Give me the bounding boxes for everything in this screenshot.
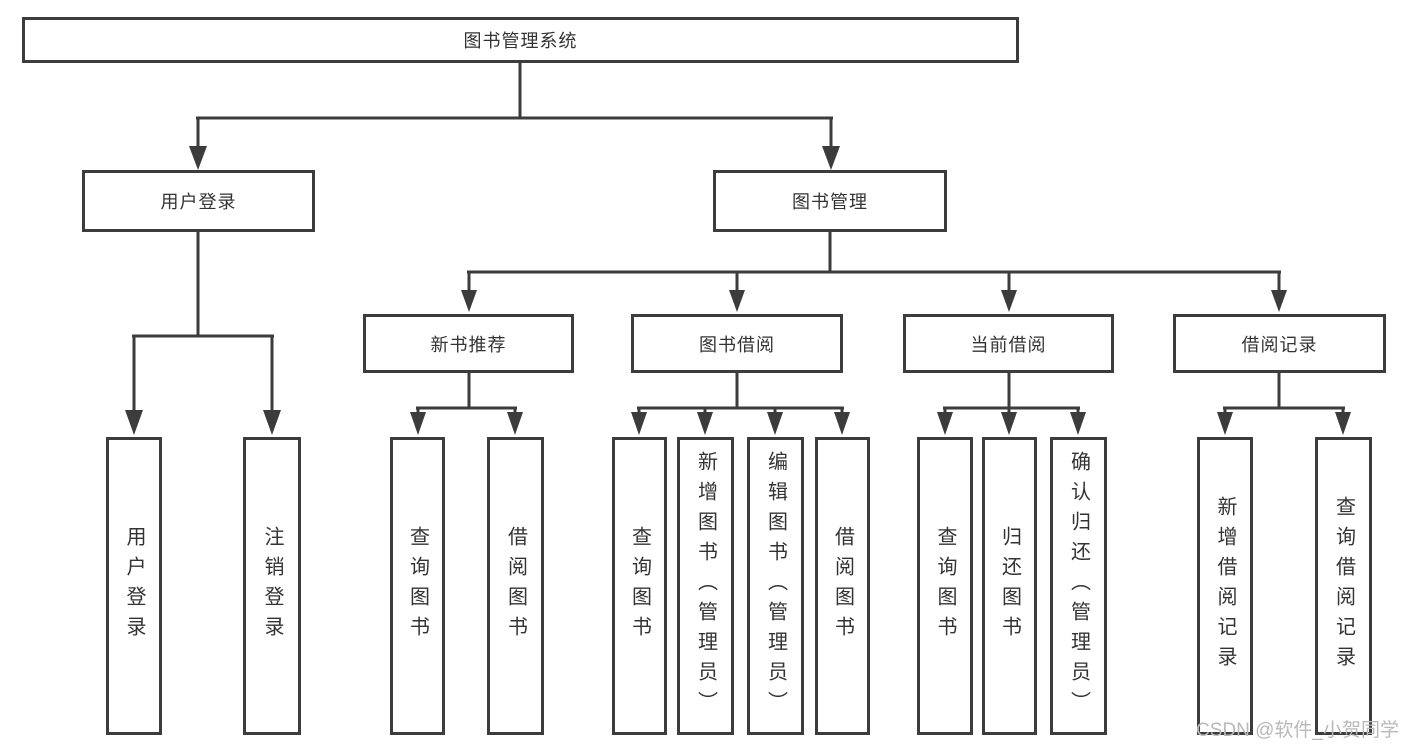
node-label: 借阅图书 bbox=[831, 526, 854, 646]
connector-borrowrecords-to-leaves bbox=[1217, 372, 1351, 435]
node-label: 查询图书 bbox=[628, 526, 651, 646]
leaf-user-login: 用户登录 bbox=[106, 437, 162, 735]
csdn-watermark: CSDN @软件_小贺同学 bbox=[1196, 720, 1399, 741]
leaf-add-books-admin: 新增图书（管理员） bbox=[677, 437, 734, 735]
node-label: 注销登录 bbox=[261, 526, 283, 646]
node-new-book-recommendation: 新书推荐 bbox=[363, 314, 574, 373]
leaf-add-borrow-record: 新增借阅记录 bbox=[1197, 437, 1253, 735]
node-label: 借阅图书 bbox=[504, 526, 527, 646]
node-label: 用户登录 bbox=[123, 526, 145, 646]
leaf-borrow-books-newrec: 借阅图书 bbox=[487, 437, 544, 735]
leaf-query-books-current: 查询图书 bbox=[917, 437, 973, 735]
connector-newbooks-to-leaves bbox=[410, 372, 523, 435]
leaf-logout: 注销登录 bbox=[243, 437, 301, 735]
node-label: 新增图书（管理员） bbox=[694, 451, 717, 721]
connector-bookborrow-to-leaves bbox=[631, 372, 850, 435]
node-user-login: 用户登录 bbox=[82, 170, 315, 232]
leaf-confirm-return-admin: 确认归还（管理员） bbox=[1050, 437, 1107, 735]
connector-bookmgmt-to-level2 bbox=[461, 232, 1287, 312]
node-label: 查询图书 bbox=[934, 526, 956, 646]
node-label: 图书管理 bbox=[792, 192, 868, 212]
leaf-borrow-books: 借阅图书 bbox=[815, 437, 870, 735]
node-label: 当前借阅 bbox=[970, 334, 1047, 355]
leaf-return-books: 归还图书 bbox=[982, 437, 1037, 735]
leaf-query-borrow-records: 查询借阅记录 bbox=[1315, 437, 1372, 735]
connector-root-to-level1 bbox=[189, 63, 840, 170]
node-book-management-system: 图书管理系统 bbox=[22, 17, 1019, 63]
node-label: 新增借阅记录 bbox=[1214, 496, 1236, 676]
node-label: 新书推荐 bbox=[430, 334, 507, 355]
leaf-edit-books-admin: 编辑图书（管理员） bbox=[747, 437, 804, 735]
connector-userlogin-to-leaves bbox=[125, 232, 281, 435]
leaf-query-books-borrow: 查询图书 bbox=[612, 437, 667, 735]
node-book-borrowing: 图书借阅 bbox=[631, 314, 843, 373]
node-label: 用户登录 bbox=[160, 192, 237, 212]
node-book-management: 图书管理 bbox=[713, 170, 947, 232]
node-label: 确认归还（管理员） bbox=[1067, 451, 1090, 721]
node-label: 查询借阅记录 bbox=[1332, 496, 1355, 676]
node-label: 借阅记录 bbox=[1241, 334, 1318, 355]
node-label: 图书管理系统 bbox=[463, 31, 578, 51]
node-label: 编辑图书（管理员） bbox=[764, 451, 787, 721]
node-label: 图书借阅 bbox=[699, 334, 775, 355]
node-label: 归还图书 bbox=[998, 526, 1021, 646]
node-label: 查询图书 bbox=[406, 526, 429, 646]
node-current-borrowing: 当前借阅 bbox=[903, 314, 1114, 373]
leaf-query-books-newrec: 查询图书 bbox=[390, 437, 445, 735]
connector-currentborrow-to-leaves bbox=[937, 372, 1086, 435]
node-borrowing-records: 借阅记录 bbox=[1173, 314, 1386, 373]
